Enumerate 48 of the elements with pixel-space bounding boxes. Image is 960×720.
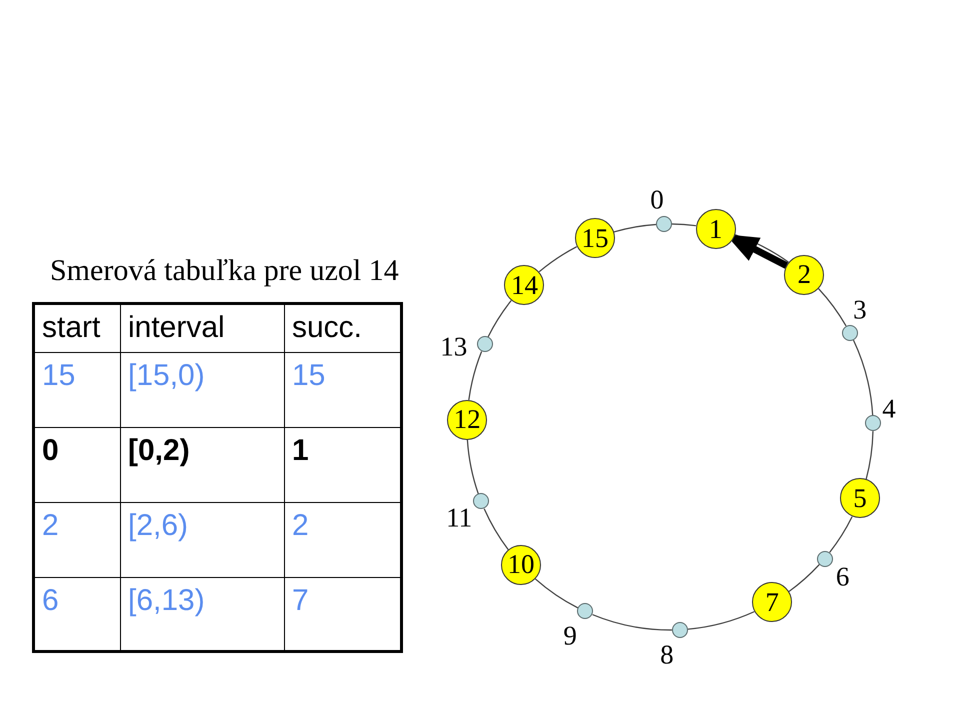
position-dot [577,603,594,620]
node-circle: 1 [696,209,736,250]
ring-arc [852,340,874,416]
table-cell: 2 [34,502,120,578]
ring-arc [688,611,755,630]
position-label: 8 [660,641,674,668]
table-title: Smerová tabuľka pre uzol 14 [50,256,399,286]
ring-arc [829,516,853,553]
ring-arc [468,351,482,400]
position-label: 6 [836,563,850,590]
position-dot [816,550,833,567]
node-circle: 14 [504,265,544,306]
position-dot [476,336,493,352]
position-label: 4 [882,396,896,423]
position-label: 11 [446,504,472,532]
position-dot [672,622,688,638]
position-dot [473,493,490,510]
table-cell: [15,0) [120,352,284,428]
table-cell: [0,2) [120,428,284,502]
column-header: start [34,304,120,352]
ring-arc [488,300,512,338]
ring-arc [538,246,578,272]
position-dot [656,216,672,232]
position-dot [842,324,858,341]
node-circle: 10 [501,544,542,585]
node-circle: 5 [840,478,880,518]
ring-arc [818,288,847,326]
ring-arc [484,508,509,550]
position-dot [864,415,881,432]
column-header: interval [120,304,284,352]
position-label: 9 [563,622,577,650]
position-label: 0 [650,186,664,214]
ring-arc [788,564,820,592]
ring-arc [466,440,479,494]
table-cell: 15 [34,352,120,428]
table-cell: 0 [34,428,120,502]
node-circle: 15 [574,218,615,258]
position-label: 13 [440,334,468,361]
position-label: 3 [853,296,867,324]
ring-arc [614,224,656,232]
ring-arc [672,223,696,226]
ring-arc [592,614,672,631]
table-cell: [2,6) [120,502,284,578]
node-circle: 2 [784,254,824,295]
ring-arc [534,578,578,608]
ring-arc [866,431,874,480]
node-circle: 12 [447,400,488,440]
node-circle: 7 [752,582,792,622]
